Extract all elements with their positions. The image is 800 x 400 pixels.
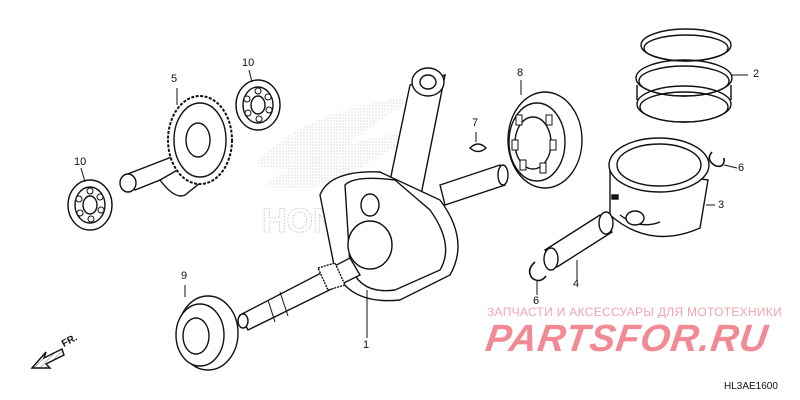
- front-direction-arrow: [30, 348, 65, 369]
- store-watermark-caption: ЗАПЧАСТИ И АКСЕССУАРЫ ДЛЯ МОТОТЕХНИКИ: [487, 305, 783, 319]
- piston-ring-set-2: [635, 28, 733, 123]
- pin-clip-6-lower: [528, 261, 547, 282]
- callout-part-10-lower: 10: [74, 156, 87, 168]
- callout-part-5: 5: [171, 73, 178, 85]
- key-7: [468, 143, 488, 153]
- callout-part-2: 2: [753, 68, 760, 80]
- callout-part-6-lower: 6: [533, 295, 540, 307]
- piston-pin-4: [543, 211, 614, 271]
- balancer-shaft-5: [119, 95, 233, 197]
- callout-part-1: 1: [363, 339, 370, 351]
- crankshaft-1: [237, 67, 509, 331]
- bearing-10-upper: [235, 79, 281, 131]
- diagram-code: HL3AE1600: [724, 381, 778, 392]
- callout-part-8: 8: [517, 67, 524, 79]
- callout-part-10-upper: 10: [242, 57, 255, 69]
- piston-3: [608, 137, 710, 238]
- store-watermark-logo: PARTSFOR.RU: [483, 318, 771, 360]
- callout-part-6-upper: 6: [738, 162, 745, 174]
- bearing-9: [175, 295, 239, 371]
- pin-clip-6-upper: [708, 151, 725, 168]
- leader-lines: [80, 69, 748, 338]
- callout-part-4: 4: [573, 278, 580, 290]
- callout-part-7: 7: [472, 117, 479, 129]
- bearing-8: [507, 91, 583, 189]
- callout-part-3: 3: [718, 199, 725, 211]
- bearing-10-lower: [67, 179, 113, 231]
- callout-part-9: 9: [181, 270, 188, 282]
